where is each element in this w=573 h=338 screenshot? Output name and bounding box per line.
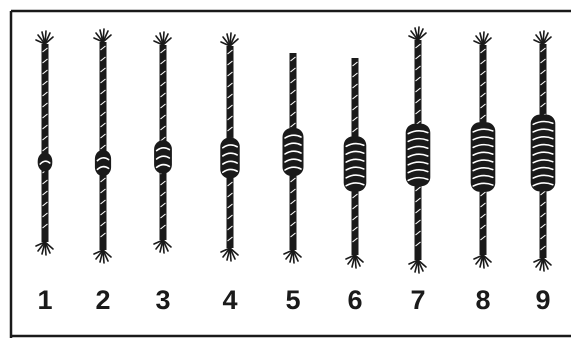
knot-body: [95, 150, 111, 176]
knot-3: 3: [154, 32, 172, 315]
knot-4: 4: [220, 33, 239, 315]
knot-5: 5: [283, 53, 304, 315]
knot-1: 1: [36, 31, 53, 315]
knot-7: 7: [406, 27, 431, 315]
knot-number: 7: [410, 285, 425, 315]
knot-8: 8: [471, 32, 496, 315]
knot-number: 4: [222, 285, 237, 315]
knot-number: 5: [285, 285, 300, 315]
knot-body: [471, 122, 496, 192]
knot-9: 9: [531, 31, 556, 315]
knot-number: 1: [37, 285, 52, 315]
knot-number: 3: [155, 285, 170, 315]
knot-number: 9: [535, 285, 550, 315]
knot-2: 2: [94, 29, 111, 315]
knot-number: 6: [347, 285, 362, 315]
knot-6: 6: [344, 58, 367, 315]
knot-number: 2: [95, 285, 110, 315]
knot-number: 8: [475, 285, 490, 315]
knots-group: 1 2 3 4 5 6 7 8 9: [36, 27, 555, 315]
